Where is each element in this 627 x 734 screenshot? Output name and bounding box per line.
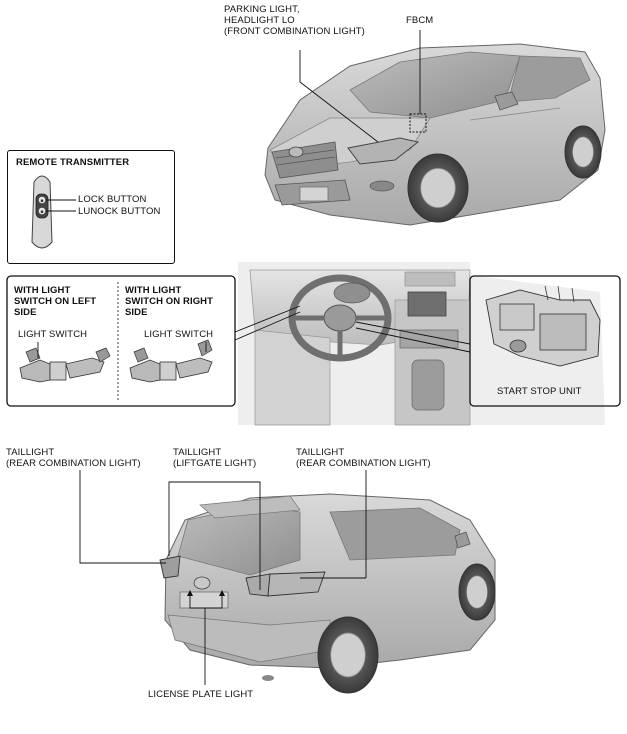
label-taillight-rear-right: TAILLIGHT (REAR COMBINATION LIGHT) xyxy=(296,447,431,469)
label-fbcm: FBCM xyxy=(406,15,434,26)
label-taillight-liftgate: TAILLIGHT (LIFTGATE LIGHT) xyxy=(173,447,256,469)
label-light-switch-right: LIGHT SWITCH xyxy=(144,329,214,340)
label-line: (REAR COMBINATION LIGHT) xyxy=(296,458,431,469)
label-line: TAILLIGHT xyxy=(173,447,222,458)
remote-transmitter-box xyxy=(7,150,175,264)
label-line: (REAR COMBINATION LIGHT) xyxy=(6,458,141,469)
label-line: (LIFTGATE LIGHT) xyxy=(173,458,257,469)
label-line: TAILLIGHT xyxy=(296,447,345,458)
left-switch-heading: WITH LIGHT SWITCH ON LEFT SIDE xyxy=(14,285,96,318)
remote-transmitter-title: REMOTE TRANSMITTER xyxy=(16,157,130,168)
label-start-stop-unit: START STOP UNIT xyxy=(497,386,582,397)
label-line: (FRONT COMBINATION LIGHT) xyxy=(224,26,365,37)
label-taillight-rear-left: TAILLIGHT (REAR COMBINATION LIGHT) xyxy=(6,447,141,469)
label-line: HEADLIGHT LO xyxy=(224,15,295,26)
light-switch-icon xyxy=(19,347,111,383)
label-light-switch-left: LIGHT SWITCH xyxy=(18,329,88,340)
heading-line: WITH LIGHT xyxy=(125,285,182,296)
label-parking-light: PARKING LIGHT, HEADLIGHT LO (FRONT COMBI… xyxy=(224,4,365,37)
start-stop-unit-icon xyxy=(485,285,601,367)
heading-line: SIDE xyxy=(125,307,148,318)
light-switch-icon xyxy=(129,339,213,383)
label-line: PARKING LIGHT, xyxy=(224,4,300,15)
label-unlock-button: LUNOCK BUTTON xyxy=(78,206,161,217)
heading-line: WITH LIGHT xyxy=(14,285,71,296)
key-fob-icon xyxy=(31,175,53,249)
label-lock-button: LOCK BUTTON xyxy=(78,194,147,205)
heading-line: SIDE xyxy=(14,307,37,318)
label-line: TAILLIGHT xyxy=(6,447,55,458)
heading-line: SWITCH ON RIGHT xyxy=(125,296,214,307)
heading-line: SWITCH ON LEFT xyxy=(14,296,97,307)
car-rear-icon xyxy=(159,493,496,694)
label-license-plate-light: LICENSE PLATE LIGHT xyxy=(148,689,254,700)
car-front-icon xyxy=(264,43,606,226)
right-switch-heading: WITH LIGHT SWITCH ON RIGHT SIDE xyxy=(125,285,213,318)
